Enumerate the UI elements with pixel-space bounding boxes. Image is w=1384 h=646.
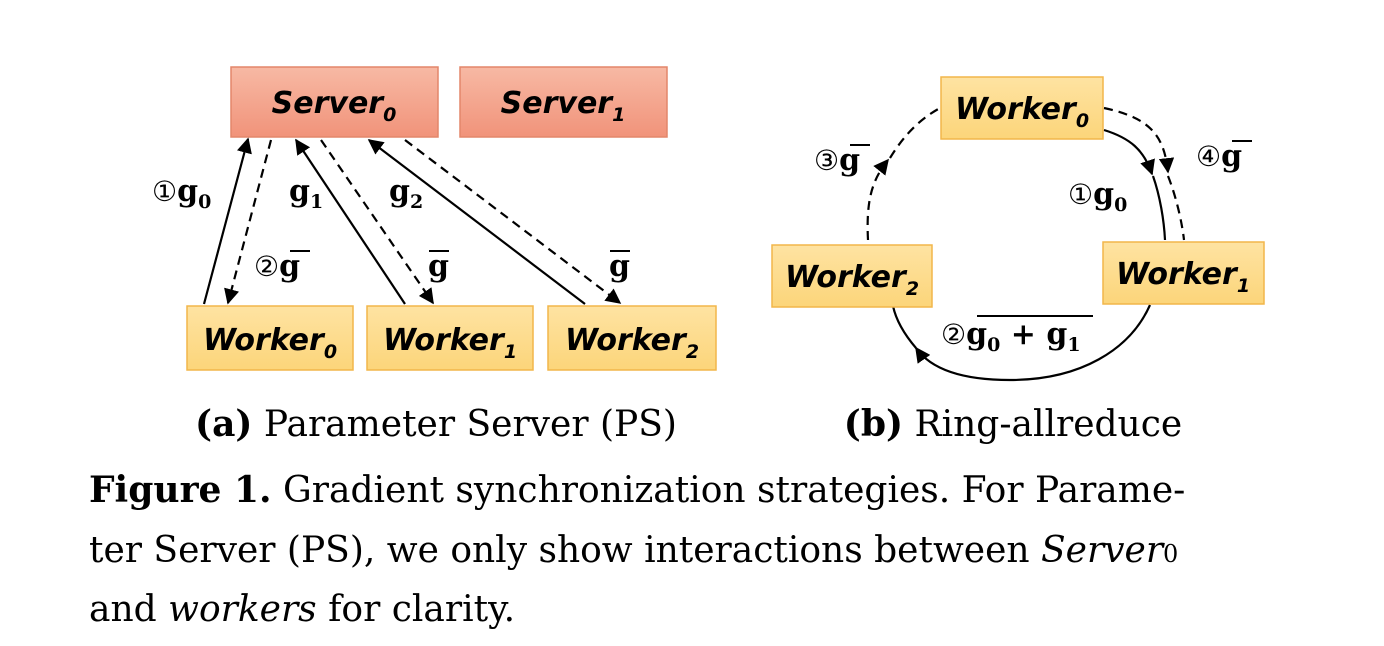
ring-worker2-label: Worker	[785, 260, 908, 295]
ring-worker0-box: Worker0	[940, 76, 1104, 140]
ps-worker2-subscript: 2	[686, 341, 699, 363]
ps-server1-box: Server1	[459, 66, 668, 138]
ps-server0-box: Server0	[230, 66, 439, 138]
ps-server1-subscript: 1	[612, 104, 625, 126]
ps-worker2-label: Worker	[565, 323, 688, 358]
ring-label-step2: ②g0 + g1	[941, 317, 1081, 356]
ring-arrow-step1-tail	[1151, 175, 1167, 241]
ps-server0-subscript: 0	[383, 104, 396, 126]
svg-text:Worker1: Worker1	[383, 323, 517, 363]
ring-arrow-step3-top	[889, 107, 941, 159]
ring-arrow-step2-tail	[891, 305, 917, 349]
figure-caption-line3: and workers for clarity.	[89, 589, 515, 630]
ring-arrow-step2	[915, 304, 1152, 382]
ps-arrow-gbar1-pull	[320, 139, 434, 305]
ps-worker0-box: Worker0	[186, 305, 354, 371]
ring-subcaption: (b) Ring-allreduce	[844, 403, 1182, 445]
ps-subcaption: (a) Parameter Server (PS)	[195, 403, 677, 445]
ps-diagram: Server0 Server1 Worker0 Worker1 Worker2 …	[152, 66, 717, 445]
ring-worker1-label: Worker	[1116, 257, 1239, 292]
svg-text:Worker2: Worker2	[565, 323, 699, 363]
ps-label-g0: ①g0	[152, 174, 211, 213]
svg-text:Worker2: Worker2	[785, 260, 919, 300]
ps-arrow-g0-push	[202, 137, 252, 305]
ring-worker0-label: Worker	[955, 92, 1078, 127]
svg-text:Worker1: Worker1	[1116, 257, 1250, 297]
ring-label-step1: ①g0	[1068, 177, 1127, 216]
ps-arrow-g2-push	[367, 139, 586, 305]
ps-server1-label: Server	[501, 86, 615, 121]
ps-worker2-box: Worker2	[547, 305, 717, 371]
ring-label-step3: ③g	[814, 143, 860, 178]
ring-arrow-step4	[1103, 106, 1175, 174]
svg-text:Server1: Server1	[501, 86, 626, 126]
ps-arrow-g1-push	[295, 138, 406, 305]
ring-worker2-box: Worker2	[771, 244, 933, 308]
ring-arrow-step3	[866, 158, 889, 241]
svg-text:Worker0: Worker0	[203, 323, 337, 363]
ring-worker2-subscript: 2	[906, 278, 919, 300]
ps-worker0-subscript: 0	[324, 341, 337, 363]
ps-label-gbar1: g	[428, 249, 449, 284]
ps-server0-label: Server	[272, 86, 386, 121]
ring-diagram: Worker0 Worker1 Worker2 ③g ④g ①g0 ②g0 + …	[771, 76, 1265, 445]
ps-arrow-gbar0-pull	[224, 139, 273, 305]
ring-worker1-subscript: 1	[1237, 275, 1250, 297]
figure-caption: Figure 1. Gradient synchronization strat…	[89, 469, 1185, 630]
figure-caption-line1: Figure 1. Gradient synchronization strat…	[89, 469, 1185, 511]
svg-text:Server0: Server0	[272, 86, 397, 126]
ps-label-g1: g1	[289, 174, 323, 213]
ring-worker1-box: Worker1	[1102, 241, 1265, 305]
ps-label-gbar2: g	[609, 249, 630, 284]
ps-worker1-label: Worker	[383, 323, 506, 358]
ps-label-gbar0: ②g	[254, 249, 300, 284]
ps-label-g2: g2	[389, 174, 423, 213]
ring-arrow-step1-head	[1103, 128, 1155, 176]
svg-text:Worker0: Worker0	[955, 92, 1089, 132]
ring-arrow-step4-tail	[1166, 175, 1186, 241]
ps-worker0-label: Worker	[203, 323, 326, 358]
ring-worker0-subscript: 0	[1076, 110, 1089, 132]
ps-worker1-box: Worker1	[366, 305, 534, 371]
ring-label-step4: ④g	[1196, 139, 1242, 174]
ps-worker1-subscript: 1	[504, 341, 517, 363]
figure-caption-line2: ter Server (PS), we only show interactio…	[89, 530, 1178, 571]
